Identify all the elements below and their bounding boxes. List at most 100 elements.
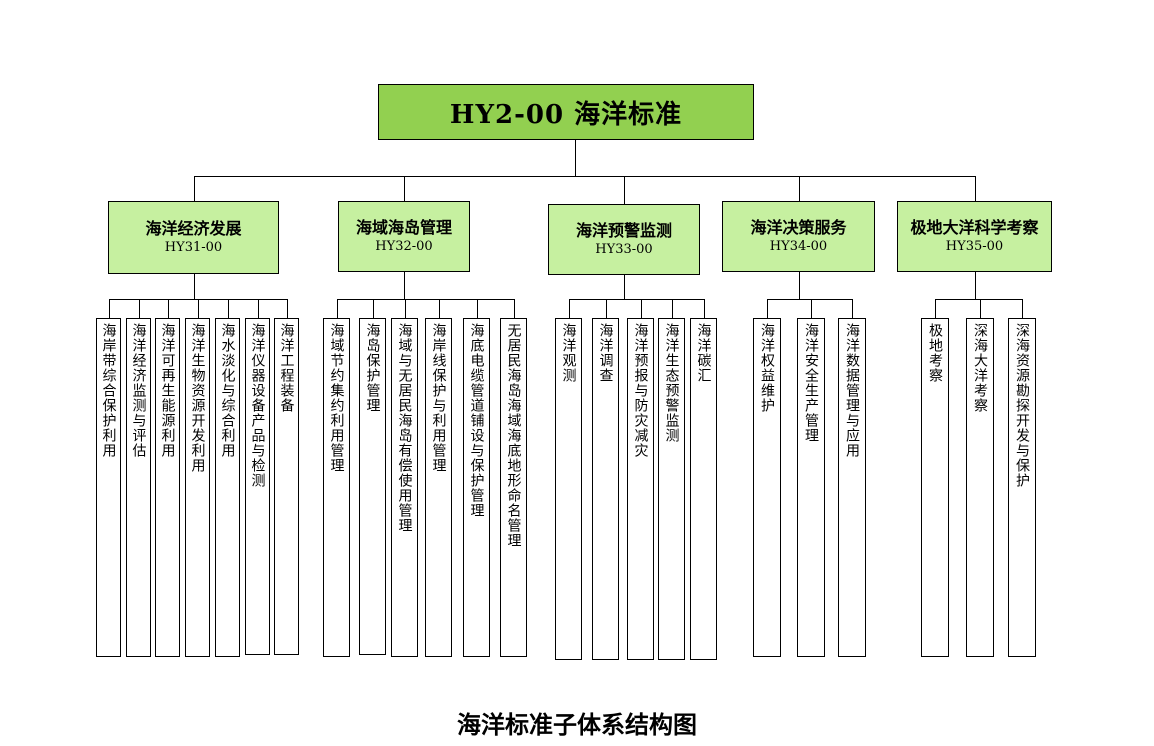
leaf-label: 海洋仪器设备产品与检测 [249, 323, 266, 488]
leaf-node: 海洋预报与防灾减灾 [627, 318, 654, 660]
leaf-label: 海岸带综合保护利用 [100, 323, 117, 458]
category-title: 极地大洋科学考察 [910, 217, 1039, 237]
leaf-node: 海域与无居民海岛有偿使用管理 [391, 318, 418, 657]
leaf-node: 海洋可再生能源利用 [155, 318, 180, 657]
leaf-connector [168, 299, 169, 318]
leaf-label: 极地考察 [927, 323, 943, 383]
leaf-label: 无居民海岛海域海底地形命名管理 [505, 323, 522, 548]
leaf-node: 海洋生态预警监测 [658, 318, 685, 660]
leaf-node: 海水淡化与综合利用 [215, 318, 240, 657]
leaf-node: 深海资源勘探开发与保护 [1008, 318, 1036, 657]
leaf-connector [672, 299, 673, 318]
category-connector [799, 176, 800, 201]
leaf-connector [980, 299, 981, 318]
category-code: HY32-00 [375, 238, 433, 254]
leaf-connector [109, 299, 110, 318]
leaf-connector [139, 299, 140, 318]
leaf-label: 深海大洋考察 [972, 323, 988, 413]
leaf-node: 深海大洋考察 [966, 318, 994, 657]
leaf-label: 海洋观测 [560, 323, 577, 383]
leaf-connector [852, 299, 853, 318]
leaf-node: 海底电缆管道铺设与保护管理 [463, 318, 490, 657]
leaf-node: 海洋碳汇 [690, 318, 717, 660]
leaf-node: 海洋仪器设备产品与检测 [245, 318, 270, 655]
leaf-connector-trunk [404, 272, 405, 299]
leaf-label: 海洋数据管理与应用 [844, 323, 860, 458]
leaf-node: 极地考察 [921, 318, 949, 657]
category-code: HY31-00 [164, 239, 223, 255]
leaf-node: 海岸线保护与利用管理 [425, 318, 452, 657]
category-code: HY33-00 [595, 241, 653, 257]
leaf-label: 海洋工程装备 [278, 323, 295, 413]
leaf-bus [935, 299, 1023, 300]
leaf-label: 海洋经济监测与评估 [130, 323, 147, 458]
leaf-connector-trunk [194, 274, 195, 299]
leaf-connector [1022, 299, 1023, 318]
diagram-caption: 海洋标准子体系结构图 [457, 710, 697, 739]
leaf-connector [935, 299, 936, 318]
leaf-connector [641, 299, 642, 318]
leaf-label: 海洋碳汇 [695, 323, 712, 383]
category-title: 海洋决策服务 [750, 217, 847, 237]
leaf-label: 海洋生物资源开发利用 [189, 323, 206, 473]
leaf-connector [514, 299, 515, 318]
leaf-label: 海底电缆管道铺设与保护管理 [468, 323, 485, 518]
leaf-connector [439, 299, 440, 318]
leaf-label: 海洋可再生能源利用 [159, 323, 176, 458]
root-label: HY2-00 海洋标准 [449, 99, 683, 130]
leaf-bus [337, 299, 515, 300]
leaf-label: 海岸线保护与利用管理 [430, 323, 447, 473]
leaf-node: 无居民海岛海域海底地形命名管理 [500, 318, 527, 657]
leaf-connector [198, 299, 199, 318]
leaf-node: 海岸带综合保护利用 [96, 318, 121, 657]
leaf-connector [569, 299, 570, 318]
leaf-label: 海洋预报与防灾减灾 [632, 323, 649, 458]
leaf-label: 海洋调查 [597, 323, 614, 383]
leaf-connector [228, 299, 229, 318]
leaf-label: 海洋权益维护 [759, 323, 775, 413]
leaf-connector [373, 299, 374, 318]
leaf-node: 海洋权益维护 [753, 318, 781, 657]
leaf-node: 海洋经济监测与评估 [126, 318, 151, 657]
category-title: 海域海岛管理 [355, 217, 452, 237]
leaf-label: 海岛保护管理 [364, 323, 381, 413]
leaf-connector [337, 299, 338, 318]
leaf-label: 海水淡化与综合利用 [219, 323, 236, 458]
leaf-node: 海洋安全生产管理 [797, 318, 825, 657]
leaf-label: 深海资源勘探开发与保护 [1014, 323, 1030, 488]
leaf-connector-trunk [624, 275, 625, 299]
leaf-bus [767, 299, 853, 300]
leaf-node: 海洋调查 [592, 318, 619, 660]
category-connector [194, 176, 195, 201]
leaf-label: 海洋生态预警监测 [663, 323, 680, 443]
category-title: 海洋经济发展 [145, 218, 242, 238]
leaf-node: 海域节约集约利用管理 [323, 318, 350, 657]
leaf-connector [704, 299, 705, 318]
leaf-connector [606, 299, 607, 318]
category-connector [624, 176, 625, 204]
category-code: HY35-00 [945, 238, 1004, 254]
leaf-connector [477, 299, 478, 318]
leaf-node: 海洋工程装备 [274, 318, 299, 655]
leaf-connector-trunk [975, 272, 976, 299]
leaf-connector [258, 299, 259, 318]
leaf-label: 海域节约集约利用管理 [328, 323, 345, 473]
category-bus [194, 176, 976, 177]
leaf-label: 海洋安全生产管理 [803, 323, 819, 443]
category-code: HY34-00 [769, 238, 828, 254]
leaf-node: 海洋观测 [555, 318, 582, 660]
category-title: 海洋预警监测 [575, 220, 672, 240]
leaf-node: 海洋生物资源开发利用 [185, 318, 210, 657]
category-connector [404, 176, 405, 201]
leaf-connector [811, 299, 812, 318]
root-connector [575, 140, 576, 176]
leaf-bus [569, 299, 705, 300]
leaf-label: 海域与无居民海岛有偿使用管理 [396, 323, 413, 533]
category-connector [975, 176, 976, 201]
leaf-connector [405, 299, 406, 318]
